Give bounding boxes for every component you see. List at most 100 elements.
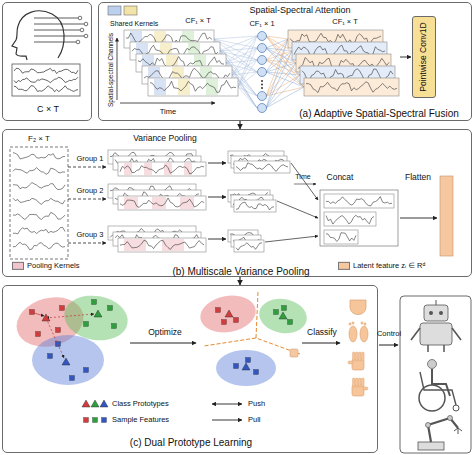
signal-card	[118, 196, 206, 210]
annotation-label: CF₁ × T	[332, 18, 358, 26]
circuit-line	[34, 42, 76, 43]
attention-line	[232, 36, 257, 75]
query-sample	[290, 349, 298, 357]
waveform	[120, 198, 204, 208]
kernel-window	[206, 79, 218, 95]
legend-entry: Class Prototypes	[112, 400, 169, 408]
pool-arrow	[208, 197, 226, 198]
attention-line	[232, 60, 257, 75]
feature-map-frame	[10, 147, 68, 259]
attention-line	[220, 51, 257, 108]
kernel-window	[144, 163, 152, 175]
toe	[361, 322, 363, 324]
legend-entry: Push	[248, 400, 265, 408]
finger	[353, 378, 356, 387]
pool-arrow	[208, 239, 226, 240]
waveform	[110, 229, 194, 238]
finger	[362, 378, 365, 387]
robot-eye	[439, 311, 443, 315]
kernel-window	[130, 31, 142, 47]
attention-line	[266, 87, 304, 96]
legend-entry: Pooling Kernels	[12, 262, 80, 270]
latent-vector	[440, 176, 453, 256]
node-text: (c) Dual Prototype Learning	[130, 437, 252, 448]
attention-line	[220, 48, 257, 51]
annotation-label: Time	[160, 108, 176, 116]
signal-card	[231, 235, 261, 247]
attention-line	[266, 48, 300, 75]
legend-text: Sample Features	[112, 416, 169, 424]
attention-line	[232, 75, 257, 96]
sample-square	[112, 324, 117, 329]
attention-line	[266, 60, 296, 63]
waveform	[132, 45, 218, 57]
waveform	[326, 233, 356, 242]
feature-trace	[13, 198, 65, 204]
attention-line	[266, 87, 304, 108]
toe	[352, 322, 354, 324]
prototype-triangle	[242, 363, 250, 370]
sample-square	[92, 300, 97, 305]
signal-card	[324, 212, 376, 226]
ellipsis-dot	[261, 80, 263, 82]
thumb	[348, 361, 353, 364]
attention-line	[238, 72, 257, 87]
attention-line	[266, 39, 288, 96]
prototype-triangle	[42, 314, 50, 321]
annotation-label: Concat	[327, 173, 354, 182]
attention-line	[266, 39, 288, 60]
annotation-label: Control	[377, 330, 401, 338]
feature-trace	[13, 168, 65, 175]
sample-square	[84, 418, 89, 423]
finger	[353, 352, 356, 361]
robot-leg	[427, 345, 429, 352]
eeg-trace	[14, 86, 78, 92]
annotation-label: Spatial-spectral Channels	[107, 33, 114, 107]
sample-square	[246, 358, 251, 363]
sample-square	[30, 310, 35, 315]
kernel-window	[136, 43, 148, 59]
time-arrow	[294, 184, 316, 185]
node-text: (b) Multiscale Variance Pooling	[172, 266, 309, 277]
annotation-label: Spatial-Spectral Attention	[249, 6, 350, 16]
input-box: C × T	[2, 2, 92, 121]
attention-line	[266, 36, 296, 63]
signal-card	[234, 200, 276, 212]
prototype-triangle	[100, 400, 108, 407]
waveform	[290, 33, 381, 45]
sample-square	[282, 306, 287, 311]
sample-square	[84, 368, 89, 373]
concat-arrow	[291, 163, 318, 200]
waveform	[110, 152, 194, 161]
head-outline	[12, 11, 64, 60]
kernel-window	[162, 239, 184, 251]
annotation-label: Group 1	[76, 155, 103, 163]
robot-eye	[429, 311, 433, 315]
attention-line	[226, 63, 257, 96]
attention-line	[220, 51, 257, 60]
attention-line	[266, 36, 300, 75]
process-box: Pointwise Conv1D	[412, 16, 436, 98]
legend-entry: Shared Kernels	[110, 20, 158, 28]
annotation-label: Group 3	[76, 231, 103, 239]
sample-square	[60, 306, 65, 311]
foot-icon	[349, 326, 357, 342]
attention-line	[266, 63, 296, 96]
kernel-window	[188, 43, 200, 59]
kernel-swatch	[124, 6, 137, 15]
signal-card	[296, 54, 391, 72]
waveform	[126, 33, 212, 46]
attention-line	[266, 75, 300, 108]
kernel-window	[160, 43, 172, 59]
kernel-window	[166, 55, 178, 71]
waveform	[230, 192, 268, 199]
attention-line	[266, 63, 296, 108]
legend-text: Shared Kernels	[110, 20, 158, 28]
concat-arrow	[277, 201, 318, 218]
robot-body	[420, 323, 452, 345]
signal-card	[118, 162, 206, 176]
signal-card	[292, 42, 387, 60]
person-head	[428, 360, 437, 369]
circuit-node	[78, 16, 82, 20]
